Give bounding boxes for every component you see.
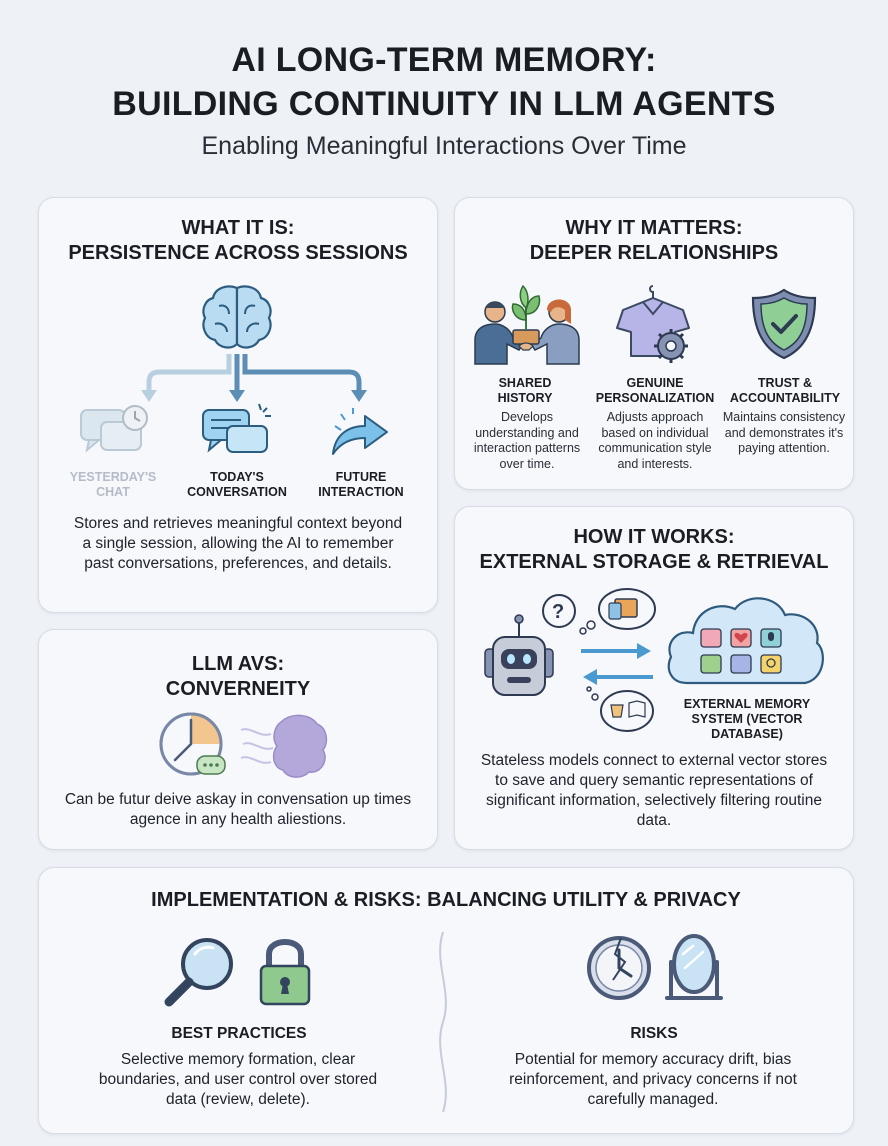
- today-label: TODAY'S CONVERSATION: [177, 470, 297, 500]
- padlock-icon: [259, 939, 311, 1006]
- best-practices-heading: BEST PRACTICES: [171, 1025, 307, 1042]
- why-title-line-2: DEEPER RELATIONSHIPS: [529, 242, 779, 264]
- yesterday-label: YESTERDAY'S CHAT: [53, 470, 173, 500]
- personalization-line-2: PERSONALIZATION: [595, 391, 715, 405]
- past-chat-icon: [80, 405, 148, 453]
- shared-history-text: Develops understanding and interaction p…: [473, 410, 581, 471]
- page-title: AI LONG-TERM MEMORY: BUILDING CONTINUITY…: [0, 38, 888, 126]
- page-subtitle: Enabling Meaningful Interactions Over Ti…: [201, 132, 687, 160]
- title-line-2: BUILDING CONTINUITY IN LLM AGENTS: [112, 85, 776, 123]
- cloud-line-3: DATABASE): [711, 727, 783, 741]
- clock-chat-icon: [159, 712, 226, 776]
- cloud-line-2: SYSTEM (VECTOR: [691, 712, 803, 726]
- best-practices-text: Selective memory formation, clear bounda…: [98, 1051, 378, 1108]
- robot-icon: ?: [484, 588, 656, 732]
- how-title-line-2: EXTERNAL STORAGE & RETRIEVAL: [479, 551, 829, 573]
- impl-card-title: IMPLEMENTATION & RISKS: BALANCING UTILIT…: [151, 889, 741, 911]
- how-card-title: HOW IT WORKS: EXTERNAL STORAGE & RETRIEV…: [455, 525, 853, 575]
- exchange-arrows: [581, 643, 653, 685]
- llm-description: Can be futur deive askay in convensation…: [64, 791, 412, 828]
- how-description: Stateless models connect to external vec…: [480, 752, 828, 829]
- today-line-1: TODAY'S: [210, 470, 264, 484]
- implementation-risks-card: IMPLEMENTATION & RISKS: BALANCING UTILIT…: [38, 867, 854, 1134]
- risks-heading: RISKS: [630, 1025, 678, 1042]
- shield-check-icon: [751, 288, 817, 360]
- cloud-label: EXTERNAL MEMORY SYSTEM (VECTOR DATABASE): [667, 697, 827, 742]
- personalization-text: Adjusts approach based on individual com…: [598, 410, 712, 471]
- risks-text: Potential for memory accuracy drift, bia…: [509, 1051, 797, 1108]
- llm-title-line-1: LLM AVS:: [191, 653, 285, 675]
- yesterday-line-1: YESTERDAY'S: [69, 470, 157, 484]
- svg-text:?: ?: [552, 601, 564, 623]
- what-title-line-1: WHAT IT IS:: [181, 217, 295, 239]
- mirror-icon: [665, 934, 723, 1000]
- future-line-2: INTERACTION: [318, 485, 404, 499]
- llm-avs-card: LLM AVS: CONVERNEITY Can be futur deive …: [38, 629, 438, 850]
- cloud-line-1: EXTERNAL MEMORY: [683, 697, 811, 711]
- trust-line-1: TRUST &: [757, 376, 813, 390]
- shared-history-line-2: HISTORY: [497, 391, 553, 405]
- future-line-1: FUTURE: [335, 470, 387, 484]
- personalization-line-1: GENUINE: [626, 376, 684, 390]
- personalization-heading: GENUINE PERSONALIZATION: [593, 376, 717, 406]
- shared-history-line-1: SHARED: [498, 376, 552, 390]
- how-it-works-card: HOW IT WORKS: EXTERNAL STORAGE & RETRIEV…: [454, 506, 854, 850]
- why-it-matters-card: WHY IT MATTERS: DEEPER RELATIONSHIPS SHA…: [454, 197, 854, 490]
- trust-text: Maintains consistency and demonstrates i…: [722, 410, 846, 455]
- what-description: Stores and retrieves meaningful context …: [73, 515, 403, 572]
- how-title-line-1: HOW IT WORKS:: [573, 526, 735, 548]
- handshake-plant-icon: [474, 284, 580, 365]
- title-line-1: AI LONG-TERM MEMORY:: [231, 41, 657, 79]
- divider-wave: [439, 931, 447, 1113]
- today-line-2: CONVERSATION: [187, 485, 287, 499]
- brain-icon: [202, 285, 272, 349]
- what-card-title: WHAT IT IS: PERSISTENCE ACROSS SESSIONS: [39, 216, 437, 266]
- fading-memory-icon: [240, 714, 328, 778]
- shirt-gear-icon: [616, 285, 690, 363]
- trust-line-2: ACCOUNTABILITY: [729, 391, 841, 405]
- broken-clock-icon: [587, 936, 651, 1000]
- what-title-line-2: PERSISTENCE ACROSS SESSIONS: [68, 242, 408, 264]
- flow-arrows: [141, 354, 367, 402]
- future-arrow-icon: [332, 408, 388, 455]
- magnifier-icon: [164, 938, 233, 1007]
- shared-history-heading: SHARED HISTORY: [465, 376, 585, 406]
- chat-bubbles-icon: [202, 403, 271, 453]
- cloud-database-icon: [667, 597, 824, 685]
- future-label: FUTURE INTERACTION: [301, 470, 421, 500]
- what-it-is-card: WHAT IT IS: PERSISTENCE ACROSS SESSIONS …: [38, 197, 438, 613]
- trust-heading: TRUST & ACCOUNTABILITY: [723, 376, 847, 406]
- yesterday-line-2: CHAT: [96, 485, 130, 499]
- llm-card-title: LLM AVS: CONVERNEITY: [39, 652, 437, 702]
- llm-title-line-2: CONVERNEITY: [165, 678, 311, 700]
- why-title-line-1: WHY IT MATTERS:: [565, 217, 743, 239]
- why-card-title: WHY IT MATTERS: DEEPER RELATIONSHIPS: [455, 216, 853, 266]
